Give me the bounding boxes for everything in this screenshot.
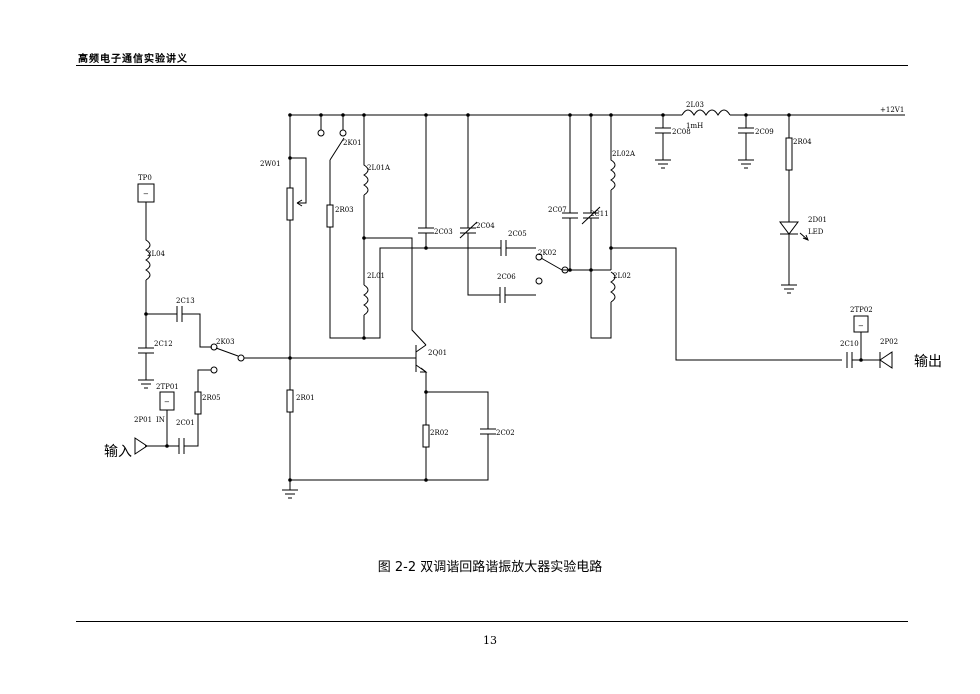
output-terminal-2p02 [879, 351, 893, 369]
label-2r04: 2R04 [793, 138, 812, 146]
label-2c02: 2C02 [496, 429, 515, 437]
coil-tap-wire [364, 237, 427, 346]
switch-2k02-contact-a [535, 253, 543, 261]
label-output: 输出 [914, 354, 942, 370]
inductor-2l01 [363, 284, 369, 338]
label-2q01: 2Q01 [428, 349, 447, 357]
label-2p01: 2P01 [134, 416, 152, 424]
capacitor-2c05 [426, 240, 536, 256]
switch-2k03 [215, 347, 239, 357]
label-2c08: 2C08 [672, 128, 691, 136]
label-2c11: 2C11 [590, 210, 609, 218]
transistor-2q01 [290, 344, 427, 390]
capacitor-2c04 [459, 115, 500, 296]
tp02-minus: − [858, 322, 864, 330]
label-2r05: 2R05 [202, 394, 221, 402]
label-2l01a: 2L01A [367, 164, 391, 172]
left-rail-wire [282, 115, 426, 499]
capacitor-2c13 [146, 306, 212, 348]
label-2tp01: 2TP01 [156, 383, 179, 391]
switch-2k03-contact-a [210, 343, 218, 351]
label-2k03: 2K03 [216, 338, 235, 346]
transistor-arrow [420, 367, 428, 373]
switch-2k02-contact-b [535, 277, 543, 285]
inductor-2l02 [590, 270, 616, 339]
inductor-2l02a [610, 115, 616, 270]
capacitor-2c01 [145, 438, 185, 454]
label-in: IN [156, 416, 165, 424]
switch-2k03-contact-b [210, 366, 218, 374]
coil-bottom-wire [364, 247, 426, 339]
label-led: LED [808, 228, 824, 236]
label-2c01: 2C01 [176, 419, 195, 427]
switch-2k01-contact-a [317, 129, 325, 137]
label-vcc: +12V1 [880, 106, 904, 114]
label-2k02: 2K02 [538, 249, 557, 257]
header-rule [76, 65, 908, 66]
capacitor-2c09 [738, 115, 754, 169]
switch-2k02-pivot [561, 266, 569, 274]
label-2p02: 2P02 [880, 338, 898, 346]
label-2d01: 2D01 [808, 216, 827, 224]
capacitor-2c07 [562, 115, 578, 270]
switch-2k02 [540, 257, 611, 271]
capacitor-2c03 [418, 115, 434, 248]
resistor-2r05 [184, 391, 202, 447]
label-2r02: 2R02 [430, 429, 449, 437]
label-1mh: 1mH [686, 122, 703, 130]
footer-rule [76, 621, 908, 622]
label-tp0: TP0 [138, 174, 152, 182]
capacitor-2c12 [138, 314, 154, 389]
switch-2k03-pivot [237, 354, 245, 362]
page-number: 13 [483, 634, 497, 647]
label-2w01: 2W01 [260, 160, 281, 168]
label-2l04: 2L04 [147, 250, 166, 258]
capacitor-2c11 [581, 115, 601, 270]
label-2l02: 2L02 [613, 272, 631, 280]
label-input: 输入 [104, 444, 132, 460]
label-2c09: 2C09 [755, 128, 774, 136]
junction-dots [144, 113, 863, 482]
led-2d01 [779, 221, 799, 294]
label-2k01: 2K01 [343, 139, 362, 147]
resistor-2r01 [286, 389, 294, 413]
output-wire [611, 247, 880, 368]
capacitor-2c06 [499, 287, 536, 303]
capacitor-2c08 [655, 115, 671, 169]
switch-2k03-wire [197, 357, 290, 392]
tp0-minus: − [143, 190, 149, 198]
capacitor-2c02 [426, 391, 496, 481]
label-2r01: 2R01 [296, 394, 315, 402]
inductor-2l01a [363, 115, 369, 285]
input-terminal-2p01 [134, 437, 148, 455]
inductor-2l04 [145, 202, 151, 314]
figure-caption: 图 2-2 双调谐回路谐振放大器实验电路 [377, 560, 603, 575]
label-2c12: 2C12 [154, 340, 173, 348]
label-2r03: 2R03 [335, 206, 354, 214]
label-2c07: 2C07 [548, 206, 567, 214]
label-2c04: 2C04 [476, 222, 495, 230]
switch-2k01 [320, 115, 345, 205]
resistor-2r04 [785, 115, 793, 222]
label-2c13: 2C13 [176, 297, 195, 305]
label-2l03: 2L03 [686, 101, 704, 109]
switch-2k01-contact-b [339, 129, 347, 137]
label-2tp02: 2TP02 [850, 306, 873, 314]
label-2l01: 2L01 [367, 272, 385, 280]
inductor-2l03 [681, 109, 731, 116]
tp01-minus: − [164, 398, 170, 406]
label-2l02a: 2L02A [612, 150, 636, 158]
led-arrows [799, 232, 809, 241]
label-2c06: 2C06 [497, 273, 516, 281]
label-2c05: 2C05 [508, 230, 527, 238]
page-header-title: 高频电子通信实验讲义 [78, 54, 188, 65]
resistor-2r03 [326, 204, 364, 339]
label-2c10: 2C10 [840, 340, 859, 348]
label-2c03: 2C03 [434, 228, 453, 236]
potentiometer-2w01 [286, 157, 307, 221]
resistor-2r02 [422, 390, 430, 480]
